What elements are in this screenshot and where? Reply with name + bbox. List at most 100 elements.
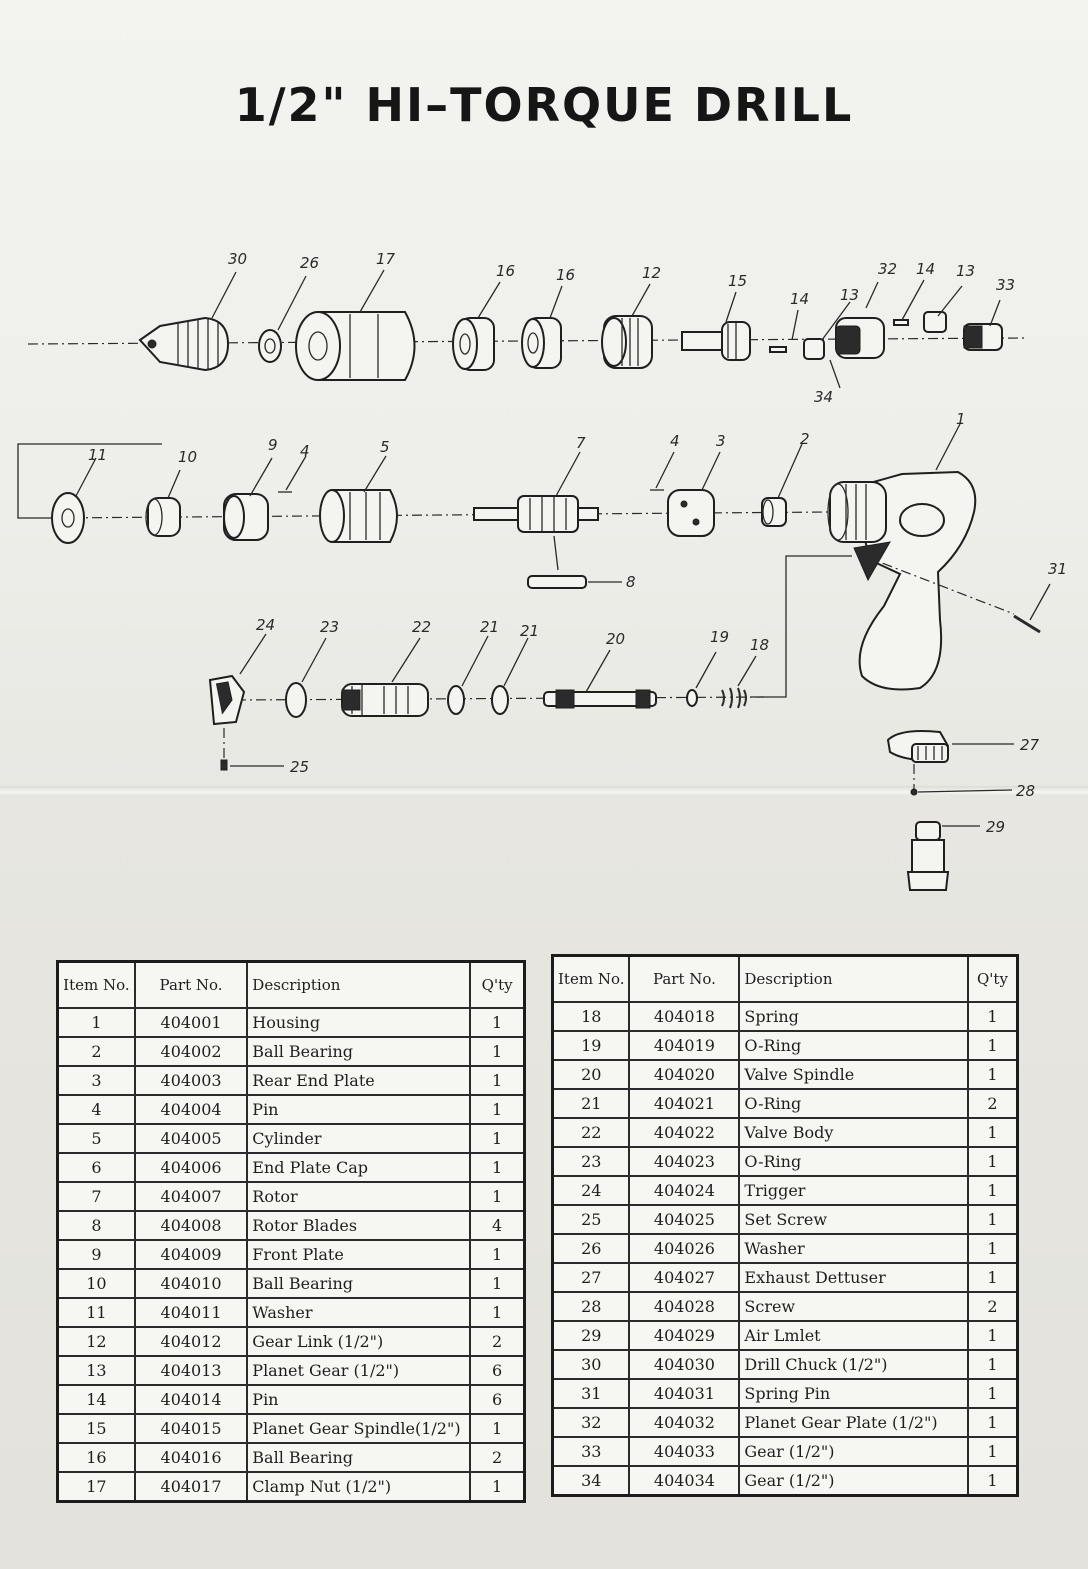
callout-34: 34 — [814, 388, 833, 406]
item-no-cell: 32 — [551, 1407, 631, 1438]
part-no-cell: 404004 — [133, 1094, 249, 1125]
table-header-row: Item No. Part No. Description Q'ty — [551, 954, 1019, 1003]
qty-cell: 1 — [966, 1175, 1019, 1206]
item-no-cell: 2 — [56, 1036, 136, 1067]
part-no-cell: 404017 — [133, 1471, 249, 1503]
item-no-cell: 20 — [551, 1059, 631, 1090]
part-no-cell: 404008 — [133, 1210, 249, 1241]
row3-leader-lines — [239, 633, 757, 693]
part-no-cell: 404020 — [628, 1059, 741, 1090]
table-header-row: Item No. Part No. Description Q'ty — [56, 960, 526, 1009]
qty-cell: 2 — [966, 1291, 1019, 1322]
part-no-cell: 404012 — [133, 1326, 249, 1357]
header-description: Description — [738, 954, 969, 1003]
qty-cell: 1 — [966, 1001, 1019, 1032]
item-no-cell: 7 — [56, 1181, 136, 1212]
item-no-cell: 21 — [551, 1088, 631, 1119]
callout-29: 29 — [986, 818, 1005, 836]
part-no-cell: 404033 — [628, 1436, 741, 1467]
part-no-cell: 404029 — [628, 1320, 741, 1351]
callout-8: 8 — [626, 573, 636, 591]
part-no-cell: 404027 — [628, 1262, 741, 1293]
row3-connector-line — [750, 555, 852, 698]
qty-cell: 4 — [469, 1210, 526, 1241]
description-cell: Washer — [738, 1233, 969, 1264]
description-cell: Ball Bearing — [246, 1036, 472, 1067]
part-no-cell: 404021 — [628, 1088, 741, 1119]
description-cell: Washer — [246, 1297, 472, 1328]
part-set-screw — [220, 728, 284, 771]
description-cell: O-Ring — [738, 1146, 969, 1177]
item-no-cell: 33 — [551, 1436, 631, 1467]
part-no-cell: 404015 — [133, 1413, 249, 1444]
callout-14a: 14 — [790, 290, 809, 308]
callout-1: 1 — [956, 410, 966, 428]
part-no-cell: 404034 — [628, 1465, 741, 1497]
qty-cell: 1 — [469, 1471, 526, 1503]
callout-21a: 21 — [480, 618, 499, 636]
part-no-cell: 404006 — [133, 1152, 249, 1183]
item-no-cell: 29 — [551, 1320, 631, 1351]
qty-cell: 1 — [966, 1378, 1019, 1409]
part-planet-gear-13a — [803, 338, 825, 360]
callout-3: 3 — [716, 432, 726, 450]
item-no-cell: 3 — [56, 1065, 136, 1096]
part-spring-pin — [863, 555, 1051, 634]
item-no-cell: 8 — [56, 1210, 136, 1241]
description-cell: Pin — [246, 1094, 472, 1125]
part-planet-gear-13b — [923, 311, 947, 333]
description-cell: Gear (1/2") — [738, 1465, 969, 1497]
row1-leader-lines — [211, 269, 1001, 389]
header-item-no: Item No. — [551, 954, 631, 1003]
description-cell: Ball Bearing — [246, 1442, 472, 1473]
item-no-cell: 13 — [56, 1355, 136, 1386]
part-no-cell: 404030 — [628, 1349, 741, 1380]
description-cell: Front Plate — [246, 1239, 472, 1270]
description-cell: Ball Bearing — [246, 1268, 472, 1299]
description-cell: Drill Chuck (1/2") — [738, 1349, 969, 1380]
qty-cell: 1 — [469, 1123, 526, 1154]
page-title: 1/2" HI–TORQUE DRILL — [234, 78, 854, 132]
part-o-ring-23 — [285, 682, 307, 718]
part-valve-spindle — [543, 689, 657, 709]
callout-16a: 16 — [496, 262, 515, 280]
item-no-cell: 26 — [551, 1233, 631, 1264]
callout-26: 26 — [300, 254, 319, 272]
item-no-cell: 34 — [551, 1465, 631, 1497]
part-o-ring-19 — [686, 689, 698, 707]
item-no-cell: 19 — [551, 1030, 631, 1061]
description-cell: Gear Link (1/2") — [246, 1326, 472, 1357]
item-no-cell: 1 — [56, 1007, 136, 1038]
callout-12: 12 — [642, 264, 661, 282]
qty-cell: 1 — [966, 1146, 1019, 1177]
part-housing — [827, 470, 977, 691]
callout-21b: 21 — [520, 622, 539, 640]
exploded-parts-diagram: 30 26 17 16 16 12 15 14 13 32 14 13 33 3… — [17, 250, 1067, 891]
part-rotor-blade — [527, 535, 622, 589]
callout-14b: 14 — [916, 260, 935, 278]
part-ball-bearing-10 — [145, 497, 181, 537]
description-cell: Screw — [738, 1291, 969, 1322]
description-cell: Rotor — [246, 1181, 472, 1212]
part-no-cell: 404010 — [133, 1268, 249, 1299]
description-cell: Rotor Blades — [246, 1210, 472, 1241]
sheet-fold-crease — [0, 786, 1088, 796]
part-no-cell: 404002 — [133, 1036, 249, 1067]
part-no-cell: 404028 — [628, 1291, 741, 1322]
qty-cell: 1 — [469, 1413, 526, 1444]
header-item-no: Item No. — [56, 960, 136, 1009]
part-no-cell: 404013 — [133, 1355, 249, 1386]
item-no-cell: 14 — [56, 1384, 136, 1415]
item-no-cell: 5 — [56, 1123, 136, 1154]
